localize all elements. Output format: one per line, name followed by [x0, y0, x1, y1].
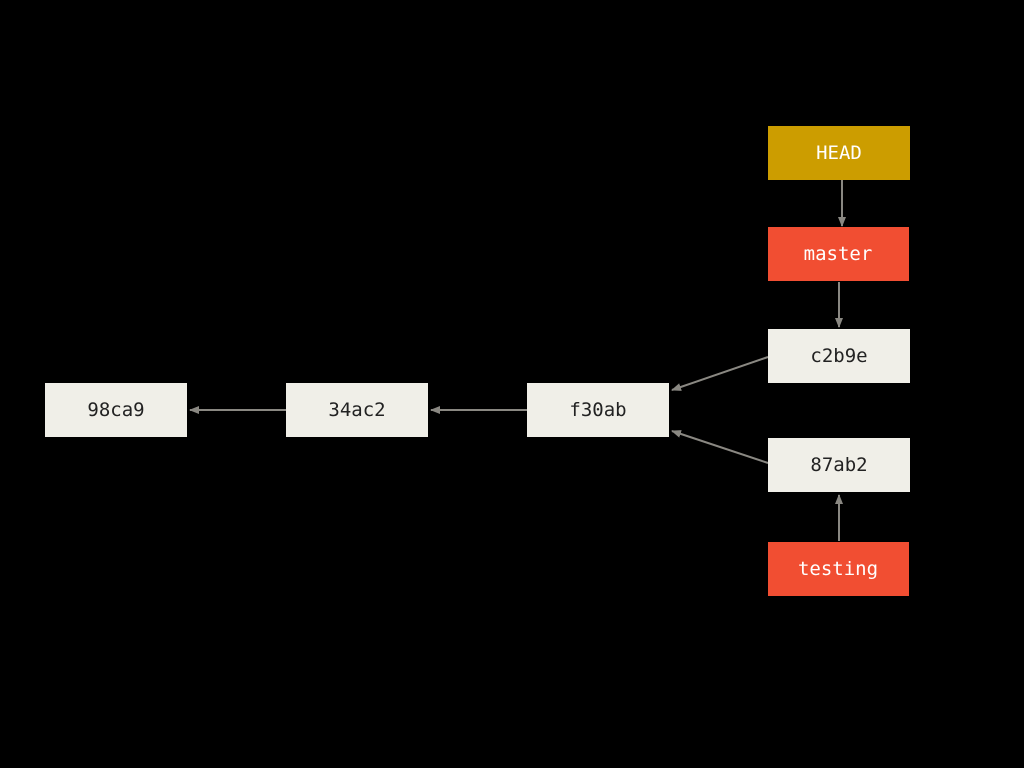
branch-master: master [768, 227, 909, 281]
commit-34ac2: 34ac2 [286, 383, 428, 437]
edge-87ab2-to-f30ab [671, 430, 769, 464]
commit-87ab2: 87ab2 [768, 438, 910, 492]
ref-head: HEAD [768, 126, 910, 180]
edges-layer [189, 180, 846, 541]
commit-label: f30ab [569, 399, 626, 421]
commit-c2b9e: c2b9e [768, 329, 910, 383]
head-pointer-label: HEAD [816, 142, 862, 164]
commit-box [45, 383, 187, 437]
branch-box [768, 227, 909, 281]
branch-testing: testing [768, 542, 909, 596]
commit-label: 87ab2 [810, 454, 867, 476]
branch-box [768, 542, 909, 596]
head-pointer-box [768, 126, 910, 180]
branch-label: master [804, 243, 873, 265]
commit-f30ab: f30ab [527, 383, 669, 437]
commit-box [768, 329, 910, 383]
commit-label: 34ac2 [328, 399, 385, 421]
branch-label: testing [798, 558, 878, 580]
commit-label: 98ca9 [87, 399, 144, 421]
edge-c2b9e-to-f30ab [671, 356, 769, 391]
commit-98ca9: 98ca9 [45, 383, 187, 437]
commit-box [286, 383, 428, 437]
commit-box [527, 383, 669, 437]
commit-label: c2b9e [810, 345, 867, 367]
commit-box [768, 438, 910, 492]
